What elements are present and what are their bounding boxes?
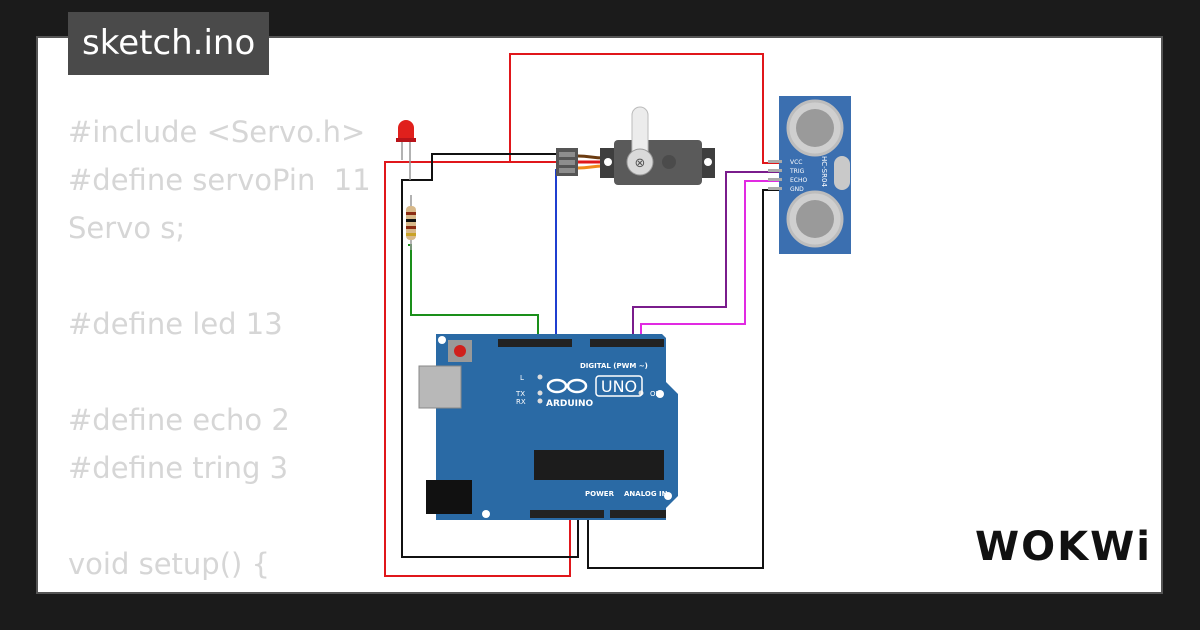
on-label: ON — [650, 390, 661, 398]
wire-blue-servo-signal — [555, 169, 560, 340]
servo-motor[interactable]: ⊗ — [556, 106, 715, 185]
reset-button[interactable] — [454, 345, 466, 357]
sensor-mesh — [796, 109, 834, 147]
arduino-logo-icon — [546, 378, 588, 394]
power-jack — [426, 480, 472, 514]
usb-port — [418, 365, 462, 409]
wires — [384, 53, 780, 577]
uno-label-frame — [595, 375, 643, 397]
sensor-pin — [768, 178, 782, 181]
mount-hole — [656, 390, 664, 398]
led-dome — [398, 120, 414, 138]
servo-screw-icon: ⊗ — [635, 156, 646, 171]
led[interactable] — [396, 120, 416, 180]
wire-red-5v — [384, 161, 571, 577]
servo-gear — [662, 155, 676, 169]
resistor-band — [406, 212, 416, 215]
ultrasonic-sensor[interactable]: VCC TRIG ECHO GND HC-SR04 — [768, 96, 851, 254]
code-line: Servo s; — [68, 211, 186, 245]
code-line: void setup() { — [68, 547, 270, 581]
code-line: #define echo 2 — [68, 403, 290, 437]
sensor-pin — [768, 187, 782, 190]
tx-label: TX — [515, 390, 525, 398]
resistor[interactable] — [406, 195, 416, 250]
board-name: UNO — [601, 377, 637, 396]
code-line: #include <Servo.h> — [68, 115, 366, 149]
digital-header — [590, 339, 664, 347]
sensor-model-label: HC-SR04 — [820, 156, 828, 187]
servo-mount-hole — [604, 158, 612, 166]
servo-horn — [631, 106, 649, 156]
code-line: #define led 13 — [68, 307, 283, 341]
rx-label: RX — [516, 398, 526, 406]
arduino-uno-board[interactable]: L TX RX ON DIGITAL (PWM ~) UNO ARDUINO P… — [418, 334, 678, 520]
sensor-mesh — [796, 200, 834, 238]
resistor-band — [406, 219, 416, 222]
wire-magenta-echo — [640, 180, 780, 340]
mount-hole — [438, 336, 446, 344]
led-base — [396, 138, 416, 142]
power-label: POWER — [585, 490, 615, 498]
mount-hole — [482, 510, 490, 518]
sensor-pin-label: TRIG — [789, 168, 805, 175]
sensor-crystal — [834, 156, 850, 190]
servo-pin — [559, 160, 575, 165]
file-name-tab: sketch.ino — [68, 12, 270, 75]
l-label: L — [520, 374, 524, 382]
wire-green-led — [408, 244, 539, 340]
status-led — [537, 398, 543, 404]
power-header — [530, 510, 604, 518]
resistor-band — [406, 226, 416, 229]
sensor-pin — [768, 169, 782, 172]
status-led — [537, 374, 543, 380]
code-line: #define servoPin 11 — [68, 163, 371, 197]
sensor-pin-label: VCC — [790, 159, 802, 166]
wokwi-logo: WOKWi — [975, 524, 1152, 570]
digital-header — [498, 339, 572, 347]
wire-purple-trig — [632, 171, 780, 340]
sensor-pin-label: ECHO — [790, 177, 807, 184]
microcontroller-chip — [534, 450, 664, 480]
servo-pin — [559, 168, 575, 173]
servo-hub — [626, 148, 654, 176]
code-line: #define tring 3 — [68, 451, 289, 485]
mount-hole — [664, 492, 672, 500]
analog-header — [610, 510, 666, 518]
status-led — [537, 390, 543, 396]
servo-mount-hole — [704, 158, 712, 166]
digital-label: DIGITAL (PWM ~) — [580, 362, 648, 370]
wire-black-servo-gnd — [401, 153, 579, 558]
code-preview: #include <Servo.h> #define servoPin 11 S… — [68, 108, 371, 592]
resistor-band — [406, 233, 416, 236]
board-maker: ARDUINO — [546, 399, 594, 409]
analog-label: ANALOG IN — [624, 490, 668, 498]
sensor-pin-label: GND — [790, 186, 804, 193]
sensor-pin — [768, 160, 782, 163]
servo-pin — [559, 152, 575, 157]
